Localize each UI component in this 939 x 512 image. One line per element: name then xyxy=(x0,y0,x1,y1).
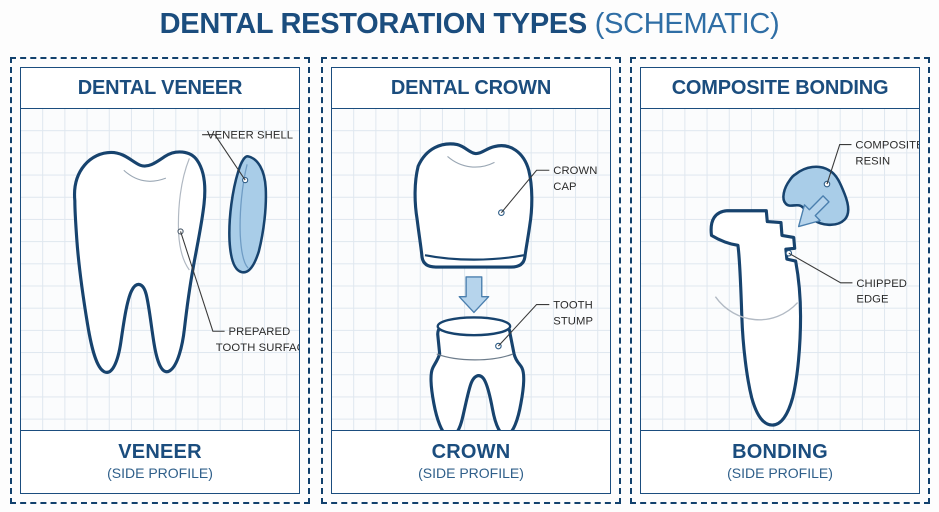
tooth-groove-line xyxy=(123,169,167,182)
panel-veneer-footer: VENEER (SIDE PROFILE) xyxy=(21,430,299,493)
bonding-illustration: COMPOSITE RESIN CHIPPED EDGE xyxy=(709,139,919,427)
panel-veneer-header: DENTAL VENEER xyxy=(21,68,299,109)
composite-resin-label-line2: RESIN xyxy=(855,155,890,167)
panel-crown-footer: CROWN (SIDE PROFILE) xyxy=(332,430,610,493)
bonding-placement-arrow-icon xyxy=(797,195,830,228)
crown-cap-label-line1: CROWN xyxy=(553,165,597,177)
composite-resin-label-line1: COMPOSITE xyxy=(855,139,919,151)
page-title-main: DENTAL RESTORATION TYPES xyxy=(159,8,588,40)
panel-veneer-frame: DENTAL VENEER xyxy=(10,57,310,504)
molar-tooth-icon xyxy=(73,150,207,374)
panel-bonding-frame: COMPOSITE BONDING xyxy=(630,57,930,504)
composite-resin-leader-line xyxy=(826,144,852,185)
panel-crown-frame: DENTAL CROWN xyxy=(321,57,621,504)
incisor-tooth-icon xyxy=(709,209,803,427)
tooth-stump-label-line2: STUMP xyxy=(553,315,593,327)
tooth-stump-shoulder-line xyxy=(436,353,514,361)
panel-veneer-header-text: DENTAL VENEER xyxy=(77,76,243,99)
tooth-stump-icon xyxy=(429,321,526,430)
panel-bonding-footer-sub: (SIDE PROFILE) xyxy=(727,465,833,482)
chipped-edge-label-line1: CHIPPED xyxy=(856,278,907,290)
crown-cap-leader-line xyxy=(500,169,550,214)
panel-crown-footer-main: CROWN xyxy=(431,441,511,464)
panel-bonding-footer: BONDING (SIDE PROFILE) xyxy=(641,430,919,493)
crown-illustration: CROWN CAP TOOTH STUMP xyxy=(413,142,597,430)
chipped-edge-label-line2: EDGE xyxy=(856,294,889,306)
veneer-shell-icon xyxy=(228,155,268,274)
panel-veneer: DENTAL VENEER xyxy=(20,67,300,494)
tooth-stump-label-line1: TOOTH xyxy=(553,299,593,311)
veneer-illustration: VENEER SHELL PREPARED TOOTH SURFACE xyxy=(73,130,299,374)
panel-bonding-header-text: COMPOSITE BONDING xyxy=(671,76,889,99)
panel-veneer-body: VENEER SHELL PREPARED TOOTH SURFACE xyxy=(21,109,299,430)
prepared-tooth-surface-label-line1: PREPARED xyxy=(229,326,291,338)
page-title-sub: (SCHEMATIC) xyxy=(586,8,780,40)
panel-bonding-body: COMPOSITE RESIN CHIPPED EDGE xyxy=(641,109,919,430)
chipped-edge-leader-line xyxy=(788,252,853,284)
veneer-shell-leader-line xyxy=(202,134,246,181)
crown-cap-icon xyxy=(413,142,534,269)
panel-veneer-footer-sub: (SIDE PROFILE) xyxy=(107,465,213,482)
page-title: DENTAL RESTORATION TYPES (SCHEMATIC) xyxy=(0,8,939,41)
panel-crown-footer-sub: (SIDE PROFILE) xyxy=(418,465,524,482)
crown-cap-label-line2: CAP xyxy=(553,181,576,193)
panel-crown-header-text: DENTAL CROWN xyxy=(390,76,552,99)
crown-cap-groove-line xyxy=(447,155,495,168)
crown-placement-arrow-icon xyxy=(458,276,490,314)
incisor-cervical-line xyxy=(714,296,799,321)
prepared-tooth-surface-label-line2: TOOTH SURFACE xyxy=(216,342,299,354)
tooth-stump-top-ellipse xyxy=(436,316,512,337)
panel-veneer-footer-main: VENEER xyxy=(118,441,202,464)
panel-crown-body: CROWN CAP TOOTH STUMP xyxy=(332,109,610,430)
panel-crown: DENTAL CROWN xyxy=(331,67,611,494)
panel-bonding-footer-main: BONDING xyxy=(732,441,828,464)
panel-bonding: COMPOSITE BONDING xyxy=(640,67,920,494)
prepared-tooth-surface-leader-line xyxy=(180,231,225,332)
tooth-stump-leader-line xyxy=(498,304,550,347)
panel-crown-header: DENTAL CROWN xyxy=(332,68,610,109)
veneer-shell-label: VENEER SHELL xyxy=(207,130,293,142)
panel-bonding-header: COMPOSITE BONDING xyxy=(641,68,919,109)
crown-cap-rim-line xyxy=(424,254,525,261)
